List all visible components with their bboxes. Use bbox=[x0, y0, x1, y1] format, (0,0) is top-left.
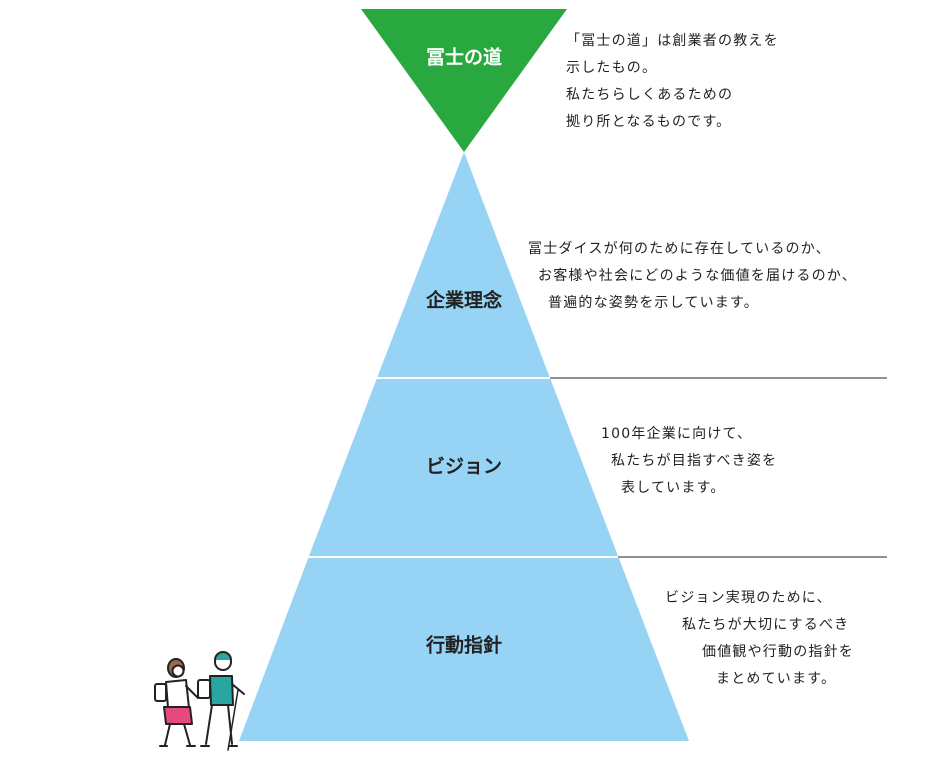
description-line: 私たちが目指すべき姿を bbox=[611, 453, 778, 469]
tier-action-guidelines bbox=[239, 556, 689, 741]
description-line: お客様や社会にどのような価値を届けるのか、 bbox=[538, 268, 857, 284]
description-vision: 100年企業に向けて、 私たちが目指すべき姿を 表しています。 bbox=[601, 421, 777, 502]
description-line: 私たちが大切にするべき bbox=[682, 617, 850, 633]
description-line: 私たちらしくあるための bbox=[566, 87, 734, 103]
hikers-illustration bbox=[154, 651, 245, 751]
description-line: 普遍的な姿勢を示しています。 bbox=[548, 295, 759, 311]
description-line: 表しています。 bbox=[621, 480, 726, 496]
description-line: 示したもの。 bbox=[566, 60, 658, 76]
description-line: 価値観や行動の指針を bbox=[702, 644, 854, 660]
description-line: 冨士ダイスが何のために存在しているのか、 bbox=[528, 241, 831, 257]
description-line: ビジョン実現のために、 bbox=[665, 590, 832, 606]
tier-corporate-philosophy bbox=[377, 152, 550, 378]
tier-label-corporate-philosophy: 企業理念 bbox=[425, 289, 502, 312]
description-line: 拠り所となるものです。 bbox=[566, 114, 732, 130]
tier-label-vision: ビジョン bbox=[426, 456, 502, 478]
description-fuji-no-michi: 「冨士の道」は創業者の教えを 示したもの。 私たちらしくあるための 拠り所となる… bbox=[566, 28, 779, 136]
description-line: 100年企業に向けて、 bbox=[601, 426, 753, 442]
description-line: まとめています。 bbox=[716, 671, 837, 687]
tier-vision bbox=[309, 378, 618, 556]
description-action-guidelines: ビジョン実現のために、 私たちが大切にするべき 価値観や行動の指針を まとめてい… bbox=[665, 585, 854, 693]
tier-label-action-guidelines: 行動指針 bbox=[425, 634, 502, 657]
top-triangle bbox=[361, 9, 567, 152]
tier-label-fuji-no-michi: 冨士の道 bbox=[426, 46, 502, 69]
description-line: 「冨士の道」は創業者の教えを bbox=[566, 33, 779, 49]
description-corporate-philosophy: 冨士ダイスが何のために存在しているのか、 お客様や社会にどのような価値を届けるの… bbox=[528, 236, 857, 317]
